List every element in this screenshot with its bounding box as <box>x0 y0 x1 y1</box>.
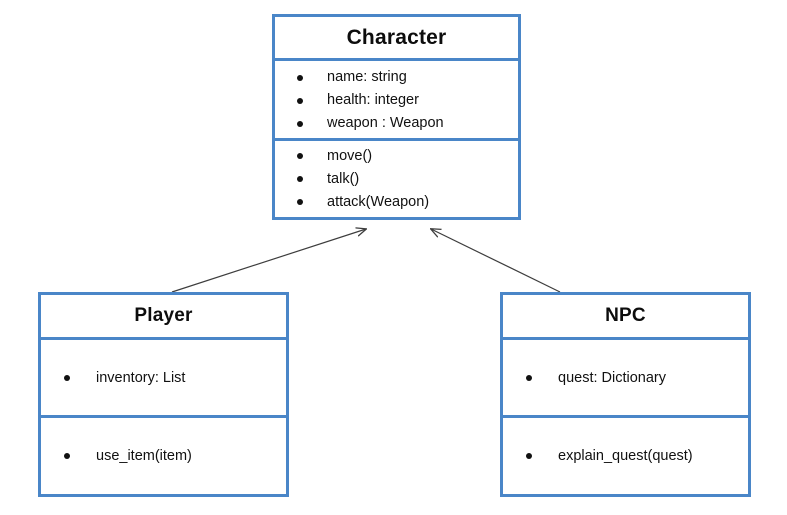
bullet-icon <box>297 74 303 81</box>
attribute-label: weapon : Weapon <box>327 115 444 131</box>
bullet-icon <box>297 199 303 205</box>
class-title-npc: NPC <box>503 295 748 340</box>
class-title-player: Player <box>41 295 286 340</box>
class-title-character: Character <box>275 17 518 61</box>
bullet-icon <box>297 120 303 127</box>
attribute-row: quest: Dictionary <box>526 367 748 389</box>
method-row: move() <box>297 145 518 168</box>
method-label: attack(Weapon) <box>327 193 430 210</box>
class-methods-npc: explain_quest(quest) <box>503 418 748 494</box>
attribute-label: quest: Dictionary <box>558 369 666 386</box>
class-methods-character: move() talk() attack(Weapon) <box>275 141 518 217</box>
bullet-icon <box>526 374 532 381</box>
attribute-row: name: string <box>297 66 518 89</box>
method-label: explain_quest(quest) <box>558 448 693 464</box>
method-label: use_item(item) <box>96 448 192 464</box>
bullet-icon <box>297 153 303 159</box>
method-row: explain_quest(quest) <box>526 445 748 467</box>
class-attributes-npc: quest: Dictionary <box>503 340 748 418</box>
attribute-label: name: string <box>327 69 407 85</box>
method-row: use_item(item) <box>64 445 286 467</box>
class-box-player[interactable]: Player inventory: List use_item(item) <box>38 292 289 497</box>
method-label: move() <box>327 147 373 164</box>
bullet-icon <box>297 176 303 182</box>
class-attributes-player: inventory: List <box>41 340 286 418</box>
connector-player-to-character <box>171 229 366 293</box>
attribute-row: inventory: List <box>64 367 286 389</box>
bullet-icon <box>526 453 532 459</box>
attribute-label: inventory: List <box>96 369 186 386</box>
class-methods-player: use_item(item) <box>41 418 286 494</box>
class-box-npc[interactable]: NPC quest: Dictionary explain_quest(ques… <box>500 292 751 497</box>
method-row: attack(Weapon) <box>297 191 518 214</box>
attribute-row: weapon : Weapon <box>297 112 518 135</box>
method-row: talk() <box>297 168 518 191</box>
attribute-row: health: integer <box>297 89 518 112</box>
class-attributes-character: name: string health: integer weapon : We… <box>275 61 518 141</box>
class-box-character[interactable]: Character name: string health: integer w… <box>272 14 521 220</box>
bullet-icon <box>64 374 70 381</box>
method-label: talk() <box>327 170 360 187</box>
attribute-label: health: integer <box>327 92 419 108</box>
connector-npc-to-character <box>431 229 561 293</box>
bullet-icon <box>297 97 303 104</box>
bullet-icon <box>64 453 70 459</box>
